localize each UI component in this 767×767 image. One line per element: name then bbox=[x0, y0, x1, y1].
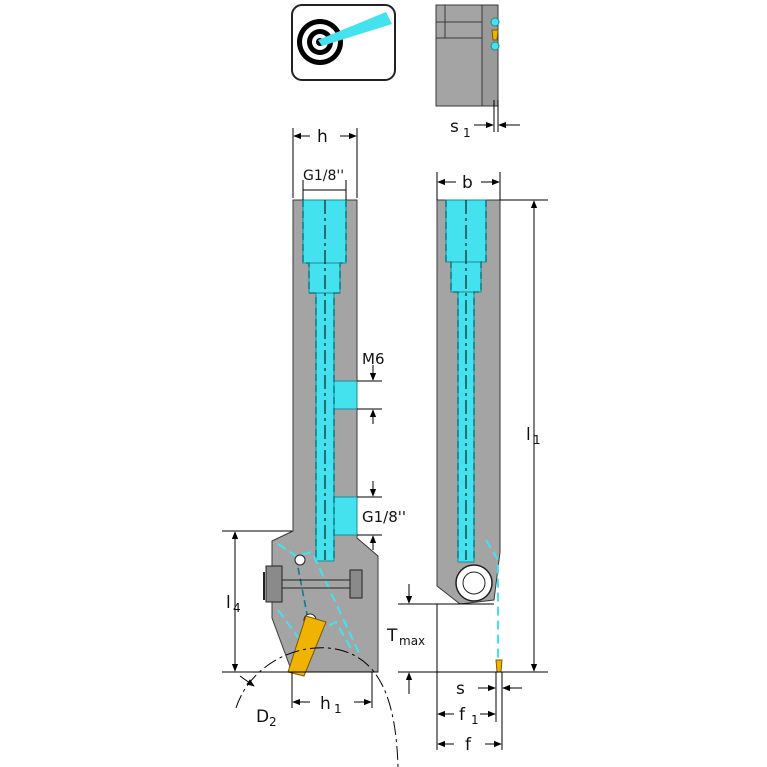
label-d2-sub: 2 bbox=[269, 715, 277, 729]
dimension-g18-top: G1/8'' bbox=[302, 168, 347, 200]
coolant-target-icon bbox=[291, 4, 396, 81]
label-g18-side: G1/8'' bbox=[362, 508, 406, 526]
label-s1-sub: 1 bbox=[463, 126, 471, 140]
label-h1: h bbox=[320, 694, 331, 714]
label-h: h bbox=[317, 127, 328, 147]
label-d2: D bbox=[256, 707, 269, 727]
label-l4: l bbox=[226, 593, 231, 613]
label-l4-sub: 4 bbox=[233, 601, 241, 615]
dimension-h: h bbox=[292, 127, 358, 198]
dimension-s1: s 1 bbox=[450, 100, 520, 140]
label-h1-sub: 1 bbox=[334, 702, 342, 716]
label-l1: l bbox=[526, 425, 531, 445]
dimension-l1: l 1 bbox=[500, 199, 548, 673]
dimension-f: f bbox=[437, 700, 503, 755]
side-view bbox=[436, 199, 503, 673]
label-f1-sub: 1 bbox=[471, 713, 479, 727]
label-s: s bbox=[456, 679, 465, 699]
label-m6: M6 bbox=[362, 350, 385, 368]
label-f1: f bbox=[459, 705, 466, 725]
top-end-view bbox=[435, 4, 500, 107]
label-l1-sub: 1 bbox=[533, 433, 541, 447]
dimension-d2: D 2 bbox=[235, 647, 399, 767]
dimension-h1: h 1 bbox=[291, 672, 373, 716]
label-s1: s bbox=[450, 117, 459, 137]
front-view bbox=[263, 199, 379, 677]
label-f: f bbox=[465, 735, 472, 755]
dimension-b: b bbox=[436, 172, 501, 200]
dimension-l4: l 4 bbox=[222, 530, 378, 673]
label-b: b bbox=[462, 173, 473, 193]
label-tmax-sub: max bbox=[399, 634, 425, 648]
label-g18-top: G1/8'' bbox=[303, 168, 344, 184]
dimension-tmax: T max bbox=[386, 584, 500, 694]
dimension-m6: M6 bbox=[357, 350, 385, 424]
dimension-f1: f 1 bbox=[436, 604, 497, 750]
dimension-g18-side: G1/8'' bbox=[357, 481, 406, 550]
dimension-s: s bbox=[456, 672, 522, 700]
label-tmax: T bbox=[386, 626, 398, 646]
